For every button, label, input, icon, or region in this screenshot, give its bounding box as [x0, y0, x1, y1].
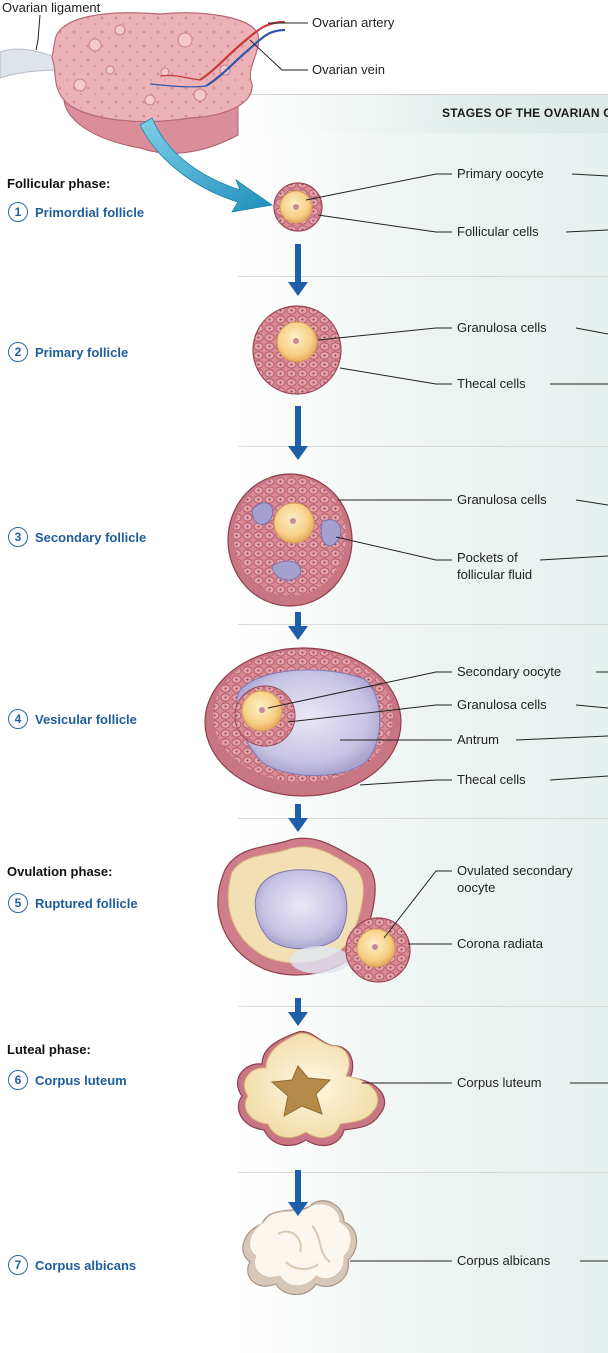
stage-2-primary-follicle: 2 Primary follicle: [8, 341, 128, 363]
stages-header-band: [238, 94, 608, 133]
stage-name: Primordial follicle: [35, 204, 145, 220]
label-leader-lines: [267, 173, 452, 1262]
primary-oocyte-label: Primary oocyte: [457, 166, 544, 181]
ovary-illustration: [0, 12, 286, 154]
ovarian-vein-label: Ovarian vein: [312, 62, 385, 77]
pockets-label-line-2: follicular fluid: [457, 567, 533, 582]
ovulated-label-line-2: oocyte: [457, 880, 496, 895]
ovarian-ligament-label: Ovarian ligament: [2, 0, 101, 15]
stage-name: Vesicular follicle: [35, 711, 137, 727]
granulosa-cells-label: Granulosa cells: [457, 320, 547, 335]
stage-number-badge: 1: [8, 202, 28, 222]
granulosa-cells-label: Granulosa cells: [457, 492, 547, 507]
granulosa-cells-label: Granulosa cells: [457, 697, 547, 712]
follicular-phase-label: Follicular phase:: [7, 176, 111, 191]
stage-5-ruptured-follicle: 5 Ruptured follicle: [8, 892, 138, 914]
down-arrow: [288, 406, 308, 460]
down-arrow: [288, 1170, 308, 1216]
thecal-cells-label: Thecal cells: [457, 376, 526, 391]
stage-separator: [238, 1172, 608, 1173]
stages-header-title: STAGES OF THE OVARIAN CYCLE: [442, 106, 608, 120]
stage-7-corpus-albicans: 7 Corpus albicans: [8, 1254, 136, 1276]
stage-number-badge: 7: [8, 1255, 28, 1275]
stage-1-primordial-follicle: 1 Primordial follicle: [8, 201, 144, 223]
vesicular-follicle-illustration: [204, 647, 402, 797]
ovulation-phase-label: Ovulation phase:: [7, 864, 113, 879]
stage-4-vesicular-follicle: 4 Vesicular follicle: [8, 708, 137, 730]
stage-number-badge: 5: [8, 893, 28, 913]
stage-separator: [238, 1006, 608, 1007]
primordial-follicle-illustration: [273, 182, 323, 232]
thecal-cells-label: Thecal cells: [457, 772, 526, 787]
stage-name: Primary follicle: [35, 344, 129, 360]
primary-follicle-illustration: [252, 305, 342, 395]
antrum-label: Antrum: [457, 732, 499, 747]
right-edge-leader-lines: [515, 173, 608, 1262]
stage-name: Ruptured follicle: [35, 895, 138, 911]
secondary-oocyte-label: Secondary oocyte: [457, 664, 562, 679]
pockets-label-line-1: Pockets of: [457, 550, 518, 565]
corpus-albicans-illustration: [242, 1200, 358, 1296]
ovulated-secondary-oocyte-label: Ovulated secondary oocyte: [457, 862, 573, 896]
ovary-to-follicle-arrow: [139, 117, 274, 213]
stage-name: Corpus luteum: [35, 1072, 127, 1088]
down-arrow: [288, 244, 308, 296]
pockets-of-follicular-fluid-label: Pockets of follicular fluid: [457, 549, 532, 583]
follicular-cells-label: Follicular cells: [457, 224, 539, 239]
ovarian-vein-vessel: [205, 28, 286, 87]
ovarian-ligament-leader: [35, 14, 41, 51]
stage-number-badge: 3: [8, 527, 28, 547]
stage-separator: [238, 276, 608, 277]
stage-number-badge: 2: [8, 342, 28, 362]
stage-name: Secondary follicle: [35, 529, 147, 545]
ovulated-label-line-1: Ovulated secondary: [457, 863, 573, 878]
luteal-phase-label: Luteal phase:: [7, 1042, 91, 1057]
stage-6-corpus-luteum: 6 Corpus luteum: [8, 1069, 127, 1091]
ovarian-artery-vessel: [199, 20, 286, 81]
down-arrow: [288, 998, 308, 1026]
luteum-central-cavity: [270, 1065, 332, 1117]
down-arrow: [288, 804, 308, 832]
ovarian-artery-label: Ovarian artery: [312, 15, 395, 30]
corpus-albicans-label: Corpus albicans: [457, 1253, 551, 1268]
stage-number-badge: 4: [8, 709, 28, 729]
ruptured-follicle-illustration: [217, 837, 411, 983]
secondary-follicle-illustration: [227, 473, 353, 607]
ovarian-vein-leader: [249, 39, 308, 71]
stage-number-badge: 6: [8, 1070, 28, 1090]
stage-separator: [238, 624, 608, 625]
stage-separator: [238, 446, 608, 447]
stage-3-secondary-follicle: 3 Secondary follicle: [8, 526, 146, 548]
stage-separator: [238, 818, 608, 819]
down-arrow: [288, 612, 308, 640]
corona-radiata-label: Corona radiata: [457, 936, 543, 951]
corpus-luteum-label: Corpus luteum: [457, 1075, 542, 1090]
corpus-luteum-illustration: [236, 1030, 386, 1147]
ovary-body: [51, 12, 260, 123]
stage-name: Corpus albicans: [35, 1257, 137, 1273]
stage-flow-arrows: [288, 244, 308, 1216]
